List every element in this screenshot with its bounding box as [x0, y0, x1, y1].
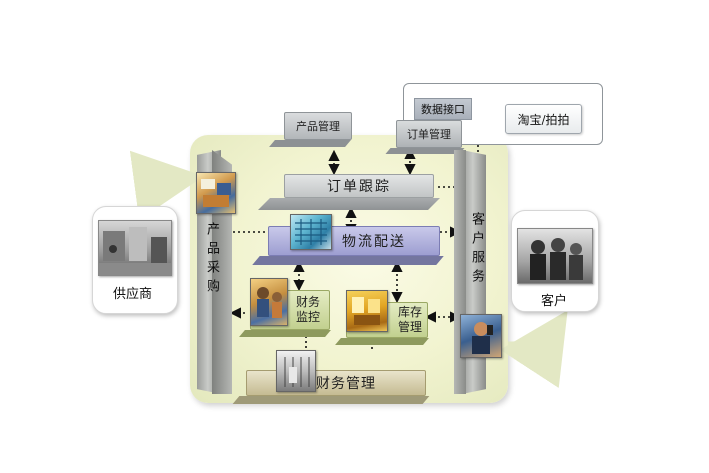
- order-management-box: 订单管理: [396, 120, 462, 148]
- taobao-label: 淘宝/拍拍: [517, 111, 569, 128]
- financial-management-box: 财务管理: [246, 370, 426, 396]
- order-tracking-box: 订单跟踪: [284, 174, 434, 198]
- data-interface-label: 数据接口: [421, 101, 465, 117]
- finance-monitoring-photo: [250, 278, 288, 326]
- logistics-label: 物流配送: [342, 231, 406, 251]
- product-management-box: 产品管理: [284, 112, 352, 140]
- procurement-label: 产品采购: [202, 222, 221, 298]
- financial-management-label: 财务管理: [316, 373, 376, 393]
- finance-monitoring-label: 财务 监控: [296, 295, 320, 325]
- supplier-photo: [98, 220, 172, 276]
- logistics-photo: [290, 214, 332, 250]
- inventory-photo: [346, 290, 388, 332]
- taobao-box: 淘宝/拍拍: [505, 104, 582, 134]
- inventory-label: 库存 管理: [398, 305, 422, 335]
- customer-flow-arrow: [508, 322, 560, 345]
- supplier-flow-arrow: [150, 178, 190, 205]
- order-management-label: 订单管理: [407, 126, 451, 142]
- order-tracking-label: 订单跟踪: [327, 176, 391, 196]
- customer-service-label: 客户服务: [467, 212, 486, 288]
- financial-management-photo: [276, 350, 316, 392]
- procurement-photo: [196, 172, 236, 214]
- data-interface-box: 数据接口: [414, 98, 472, 120]
- product-management-label: 产品管理: [296, 118, 340, 134]
- customer-photo: [517, 228, 593, 284]
- customer-label: 客户: [541, 290, 567, 309]
- customer-service-photo: [460, 314, 502, 358]
- supplier-label: 供应商: [113, 283, 152, 302]
